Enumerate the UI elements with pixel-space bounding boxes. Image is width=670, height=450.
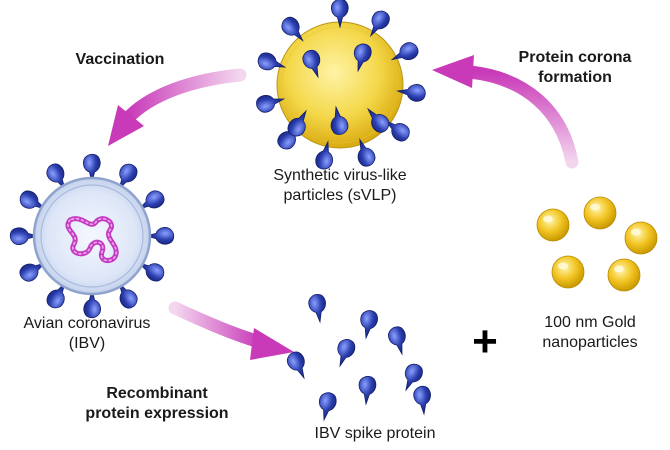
protein-corona-arrow <box>432 55 579 169</box>
vaccination-arrow <box>108 68 247 146</box>
recombinant-arrow <box>168 301 294 360</box>
gold-nanoparticles <box>536 196 658 292</box>
svlp-label: Synthetic virus-like particles (sVLP) <box>273 167 407 204</box>
ibv-spike-proteins <box>284 292 433 423</box>
ibv-label: Avian coronavirus (IBV) <box>23 315 151 352</box>
vaccination-label: Vaccination <box>75 51 165 68</box>
recombinant-label: Recombinant protein expression <box>85 385 229 422</box>
ibv-virus <box>9 153 175 319</box>
plus-sign: + <box>472 317 498 366</box>
gold-label: 100 nm Gold nanoparticles <box>542 314 638 351</box>
spike-protein-label: IBV spike protein <box>314 425 436 442</box>
protein-corona-label: Protein corona formation <box>518 49 632 86</box>
svlp-particle <box>254 0 427 172</box>
